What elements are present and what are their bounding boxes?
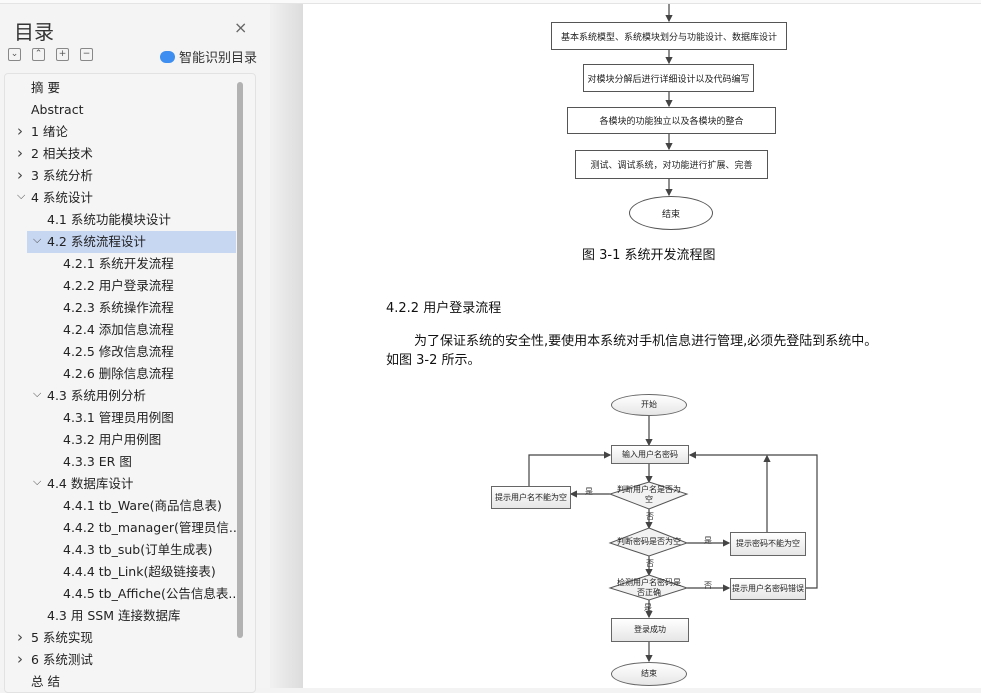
figure-caption: 图 3-1 系统开发流程图 [582,248,716,263]
toc-item[interactable]: 2 相关技术 [31,146,93,161]
top-bar [0,0,981,4]
chevron-right-icon[interactable]: › [17,650,23,668]
flowchart-connectors [528,4,818,663]
toc-item[interactable]: 4.2.1 系统开发流程 [63,256,174,271]
no-label: 否 [704,581,712,590]
flow-end: 结束 [629,196,713,230]
toc-item[interactable]: 4.2.6 删除信息流程 [63,366,174,381]
chevron-right-icon[interactable]: › [17,144,23,162]
toc-item[interactable]: 4.3.3 ER 图 [63,454,132,469]
ai-icon [160,50,175,63]
toc-item[interactable]: 4.3.2 用户用例图 [63,432,162,447]
page-gutter [270,4,303,688]
toc-item[interactable]: 4.4.1 tb_Ware(商品信息表) [63,498,222,513]
no-label: 否 [646,559,654,568]
close-icon[interactable]: × [234,18,248,37]
toc-item[interactable]: 4.2.2 用户登录流程 [63,278,174,293]
decision-verify: 检测用户名密码是否正确 [617,578,681,597]
toc-item[interactable]: 摘 要 [31,80,60,95]
toc-item[interactable]: 4.4 数据库设计 [47,476,134,491]
flow-step-3: 各模块的功能独立以及各模块的整合 [567,107,776,134]
collapse-all-icon[interactable]: ⌃ [32,48,45,61]
chevron-down-icon[interactable]: ⌵ [17,189,26,202]
smart-toc-label: 智能识别目录 [179,51,258,66]
toc-item-selected-bg [27,231,236,253]
toc-sidebar: 目录 × ⌄ ⌃ + − 智能识别目录 摘 要 Abstract › 1 绪论 › 2 相… [0,0,270,693]
toc-item[interactable]: 4.4.3 tb_sub(订单生成表) [63,542,213,557]
toc-item[interactable]: 6 系统测试 [31,652,93,667]
toc-item[interactable]: 4.3 系统用例分析 [47,388,146,403]
msg-credentials-wrong: 提示用户名密码错误 [730,578,806,600]
msg-username-empty: 提示用户名不能为空 [491,486,571,509]
yes-label: 是 [704,536,712,545]
plus-icon[interactable]: + [56,48,69,61]
decision-password: 判断密码是否为空 [617,537,681,546]
toc-item[interactable]: 4.1 系统功能模块设计 [47,212,171,227]
chevron-right-icon[interactable]: › [17,122,23,140]
toc-item[interactable]: 4.4.2 tb_manager(管理员信... [63,520,241,535]
section-heading: 4.2.2 用户登录流程 [386,301,502,316]
no-label: 否 [646,512,654,521]
flow-step-2: 对模块分解后进行详细设计以及代码编写 [583,64,754,92]
toc-item[interactable]: 5 系统实现 [31,630,93,645]
chevron-down-icon[interactable]: ⌵ [33,475,42,488]
yes-label: 是 [644,603,652,612]
toc-item[interactable]: 4.2.5 修改信息流程 [63,344,174,359]
login-end: 结束 [611,662,687,686]
login-success: 登录成功 [611,618,689,642]
chevron-right-icon[interactable]: › [17,628,23,646]
toc-item[interactable]: 1 绪论 [31,124,68,139]
scrollbar[interactable] [237,82,243,638]
toc-item[interactable]: 总 结 [31,674,60,689]
toc-item[interactable]: 4.4.5 tb_Affiche(公告信息表... [63,586,241,601]
decision-username: 判断用户名是否为空 [617,485,681,504]
toc-item[interactable]: 4.2.4 添加信息流程 [63,322,174,337]
decision-shapes [608,481,689,601]
toc-title: 目录 [14,20,54,44]
msg-password-empty: 提示密码不能为空 [730,532,806,556]
yes-label: 是 [585,487,593,496]
document-page: 基本系统模型、系统模块划分与功能设计、数据库设计 对模块分解后进行详细设计以及代… [303,4,981,688]
paragraph-line: 如图 3-2 所示。 [386,353,481,368]
toc-item[interactable]: 4.4.4 tb_Link(超级链接表) [63,564,216,579]
expand-all-icon[interactable]: ⌄ [8,48,21,61]
flow-step-4: 测试、调试系统，对功能进行扩展、完善 [575,150,768,179]
toc-item[interactable]: 4.3.1 管理员用例图 [63,410,174,425]
smart-toc-button[interactable]: 智能识别目录 [160,47,257,66]
toc-item[interactable]: Abstract [31,102,84,117]
login-start: 开始 [611,394,687,416]
toc-item[interactable]: 4.2.3 系统操作流程 [63,300,174,315]
toc-list [4,73,256,693]
chevron-down-icon[interactable]: ⌵ [33,387,42,400]
toc-item[interactable]: 4.3 用 SSM 连接数据库 [47,608,181,623]
flow-step-1: 基本系统模型、系统模块划分与功能设计、数据库设计 [551,22,787,50]
login-input: 输入用户名密码 [611,445,689,464]
chevron-right-icon[interactable]: › [17,166,23,184]
toc-item[interactable]: 4 系统设计 [31,190,93,205]
chevron-down-icon[interactable]: ⌵ [33,233,42,246]
toc-item[interactable]: 3 系统分析 [31,168,93,183]
toc-item[interactable]: 4.2 系统流程设计 [47,234,146,249]
minus-icon[interactable]: − [80,48,93,61]
paragraph-line: 为了保证系统的安全性,要使用本系统对手机信息进行管理,必须先登陆到系统中。 [414,334,878,349]
